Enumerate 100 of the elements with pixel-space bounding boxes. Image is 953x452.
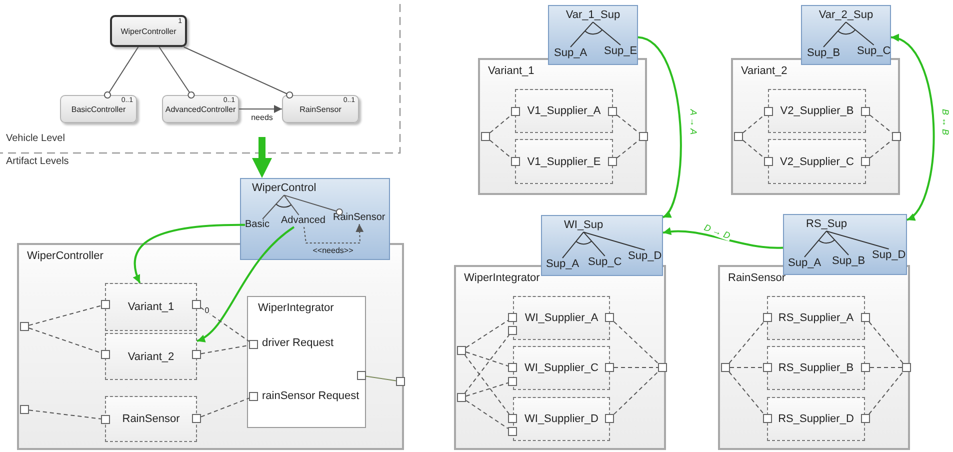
dashed-connector bbox=[728, 372, 764, 414]
variant-box bbox=[767, 346, 865, 390]
port-square bbox=[734, 132, 743, 141]
port-square bbox=[608, 107, 617, 116]
dashed-connector bbox=[28, 328, 102, 354]
connector-line bbox=[183, 46, 294, 99]
connector-line bbox=[262, 194, 285, 220]
component-box bbox=[247, 296, 366, 428]
component-panel bbox=[478, 58, 647, 195]
port-square bbox=[511, 157, 520, 166]
feature-name: Advanced bbox=[281, 215, 326, 227]
dashed-connector bbox=[614, 367, 658, 368]
port-square bbox=[508, 427, 517, 436]
port-square bbox=[861, 157, 870, 166]
dashed-connector bbox=[200, 344, 250, 354]
port-square bbox=[357, 371, 366, 380]
port-square bbox=[861, 363, 870, 372]
block-arrow bbox=[252, 137, 272, 178]
level-label: Artifact Levels bbox=[6, 156, 69, 167]
port-square bbox=[764, 107, 773, 116]
component-title: WiperIntegrator bbox=[258, 302, 334, 314]
feature-name: Sup_A bbox=[554, 47, 588, 60]
dashed-connector bbox=[464, 354, 510, 414]
variant-box bbox=[768, 89, 866, 133]
port-square bbox=[721, 363, 730, 372]
feature-name: Sup_B bbox=[832, 255, 866, 268]
component-title: Variant_1 bbox=[488, 65, 534, 77]
connector-line bbox=[104, 46, 139, 99]
variant-box bbox=[515, 89, 613, 133]
feature-model-box bbox=[801, 5, 891, 65]
variant-box bbox=[105, 396, 197, 442]
variant-box bbox=[513, 397, 610, 441]
dashed-connector bbox=[730, 367, 764, 368]
variant-box bbox=[767, 296, 865, 340]
dashed-connector bbox=[28, 410, 102, 420]
connector-line bbox=[284, 194, 343, 216]
feature-model-title: WiperControl bbox=[252, 182, 316, 196]
component-title: WiperIntegrator bbox=[464, 272, 540, 284]
variant-title: V2_Supplier_B bbox=[780, 105, 854, 117]
port-square bbox=[508, 414, 517, 423]
feature-box bbox=[60, 95, 137, 123]
dashed-connector bbox=[742, 140, 764, 158]
variant-box bbox=[105, 333, 197, 380]
variant-title: V2_Supplier_C bbox=[780, 156, 854, 168]
port-square bbox=[457, 393, 466, 402]
port-square bbox=[101, 415, 110, 424]
variant-title: Variant_2 bbox=[128, 350, 174, 362]
variant-title: RainSensor bbox=[122, 413, 180, 425]
dashed-connector bbox=[464, 334, 510, 394]
port-square bbox=[639, 132, 648, 141]
feature-model-box bbox=[548, 5, 638, 65]
port-square bbox=[608, 157, 617, 166]
port-square bbox=[658, 363, 667, 372]
port-square bbox=[192, 350, 201, 359]
arrow bbox=[638, 36, 682, 218]
dashed-connector bbox=[742, 114, 764, 134]
dashed-connector bbox=[870, 140, 892, 158]
edge-label: <<needs>> bbox=[312, 247, 354, 255]
arrow bbox=[133, 224, 245, 284]
port-square bbox=[861, 313, 870, 322]
port-square bbox=[192, 414, 201, 423]
port-label: driver Request bbox=[262, 337, 334, 350]
variant-title: WI_Supplier_C bbox=[524, 362, 598, 374]
dashed-connector bbox=[28, 305, 102, 326]
dashed-connector bbox=[870, 114, 892, 134]
feature-name: Sup_A bbox=[546, 258, 580, 270]
dashed-connector bbox=[870, 367, 902, 368]
feature-name: WiperController bbox=[120, 26, 176, 36]
port-square bbox=[508, 313, 517, 322]
port-square bbox=[481, 132, 490, 141]
arrow bbox=[238, 105, 282, 113]
port-square bbox=[511, 107, 520, 116]
port-square bbox=[192, 300, 201, 309]
feature-name: RainSensor bbox=[333, 212, 386, 224]
port-square bbox=[892, 132, 901, 141]
component-panel bbox=[731, 58, 900, 195]
arrow bbox=[662, 228, 783, 249]
dashed-connector bbox=[490, 114, 512, 134]
dashed-connector bbox=[616, 140, 640, 158]
variant-title: RS_Supplier_A bbox=[778, 312, 854, 324]
dashed-connector bbox=[616, 114, 640, 134]
dashed-connector bbox=[200, 307, 250, 342]
port-square bbox=[101, 300, 110, 309]
feature-name: Sup_D bbox=[628, 250, 662, 262]
edge-label: needs bbox=[250, 114, 274, 122]
component-title: RainSensor bbox=[728, 272, 786, 284]
feature-name: Sup_C bbox=[588, 256, 622, 268]
dashed-connector bbox=[614, 371, 658, 415]
dashed-connector bbox=[200, 398, 250, 418]
feature-model-title: RS_Sup bbox=[806, 218, 847, 230]
port-square bbox=[861, 414, 870, 423]
feature-model-title: Var_1_Sup bbox=[566, 9, 620, 22]
variant-box bbox=[105, 283, 197, 331]
feature-model-box bbox=[541, 215, 663, 276]
dashed-connector bbox=[614, 321, 658, 364]
edge-label: A → A bbox=[688, 108, 698, 136]
feature-name: Sup_C bbox=[857, 45, 891, 58]
feature-model-box bbox=[240, 178, 390, 260]
port-square bbox=[605, 414, 614, 423]
variant-title: Variant_1 bbox=[128, 301, 174, 313]
